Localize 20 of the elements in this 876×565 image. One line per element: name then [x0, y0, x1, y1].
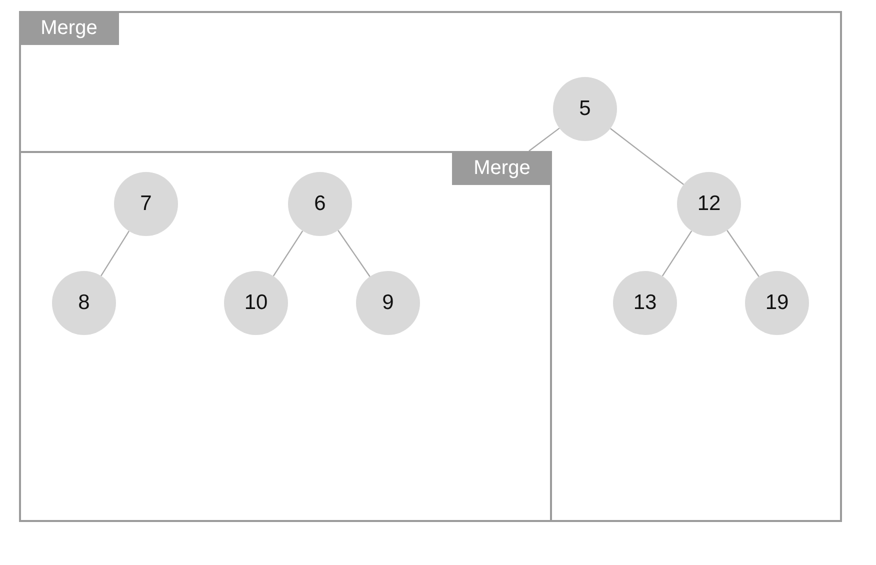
tree-node-circle: 12	[677, 172, 741, 236]
frame-title: Merge	[19, 11, 119, 45]
connector-line	[100, 230, 130, 276]
frame-title: Merge	[452, 151, 552, 185]
tree-node-circle: 10	[224, 271, 288, 335]
tree-node-circle: 6	[288, 172, 352, 236]
tree-node-circle: 8	[52, 271, 116, 335]
tree-node-circle: 13	[613, 271, 677, 335]
group-frame	[19, 151, 552, 522]
tree-node-circle: 19	[745, 271, 809, 335]
connector-line	[272, 230, 304, 276]
tree-node-circle: 7	[114, 172, 178, 236]
connector-line	[338, 230, 370, 277]
group-frame	[19, 11, 842, 522]
connector-line	[610, 128, 684, 185]
connector-line	[662, 230, 692, 276]
tree-node-circle: 5	[553, 77, 617, 141]
connector-line	[528, 128, 560, 152]
connector-line	[726, 230, 760, 277]
tree-node-circle: 9	[356, 271, 420, 335]
